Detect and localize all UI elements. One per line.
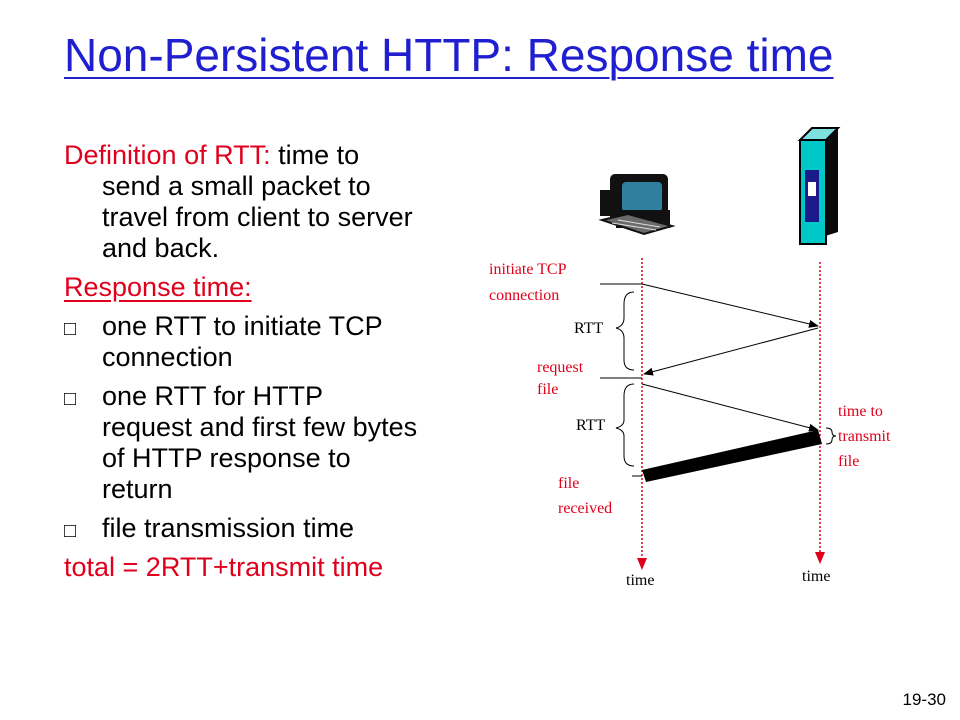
bullet-line: of HTTP response to [102, 443, 351, 473]
request-file-label: file [537, 381, 558, 398]
rtt-label: RTT [576, 417, 605, 434]
bullet-line: connection [102, 342, 233, 372]
slide-title: Non-Persistent HTTP: Response time [64, 29, 834, 81]
bullet-item: □ one RTT for HTTP request and first few… [64, 381, 484, 505]
syn-message-arrow [641, 283, 819, 328]
file-received-label: file [558, 475, 579, 492]
synack-message-arrow [643, 327, 819, 376]
bullet-item: □ file transmission time [64, 513, 484, 544]
server-time-label: time [802, 568, 830, 585]
file-received-label: received [558, 500, 612, 517]
bullet-line: one RTT to initiate TCP [102, 311, 383, 341]
rtt-definition-text: time to [270, 140, 360, 170]
total-formula: total = 2RTT+transmit time [64, 552, 384, 582]
rtt-brace-icon [615, 291, 635, 371]
rtt-label: RTT [574, 320, 603, 337]
time-to-transmit-label: time to [838, 403, 883, 420]
bullet-line: request and first few bytes [102, 412, 418, 442]
bullet-line: one RTT for HTTP [102, 381, 324, 411]
request-file-label: request [537, 359, 584, 376]
bullet-line: file transmission time [102, 513, 355, 543]
transmit-brace-icon [825, 427, 837, 445]
response-time-label: Response time: [64, 272, 252, 302]
bullet-item: □ one RTT to initiate TCP connection [64, 311, 484, 373]
server-icon [797, 127, 841, 245]
rtt-definition-label: Definition of RTT: [64, 140, 271, 170]
request-message-arrow [641, 383, 819, 432]
bullet-line: return [102, 474, 173, 504]
rtt-definition-line4: and back. [102, 233, 220, 263]
bullet-square-icon: □ [64, 388, 77, 410]
time-to-transmit-label: transmit [838, 428, 891, 445]
time-to-transmit-label: file [838, 453, 859, 470]
initiate-tcp-label: connection [489, 287, 559, 304]
rtt-brace-icon [615, 383, 635, 467]
rtt-definition-line2: send a small packet to [102, 171, 371, 201]
bullet-square-icon: □ [64, 318, 77, 340]
bullet-square-icon: □ [64, 520, 77, 542]
rtt-definition-line3: travel from client to server [102, 202, 413, 232]
client-computer-icon [598, 174, 676, 236]
client-time-label: time [626, 572, 654, 589]
initiate-tcp-label: initiate TCP [489, 261, 567, 278]
rtt-definition: Definition of RTT: time to [64, 140, 484, 171]
page-number: 19-30 [902, 690, 946, 709]
file-transfer-band [642, 430, 822, 482]
body-text: Definition of RTT: time to send a small … [64, 140, 484, 583]
